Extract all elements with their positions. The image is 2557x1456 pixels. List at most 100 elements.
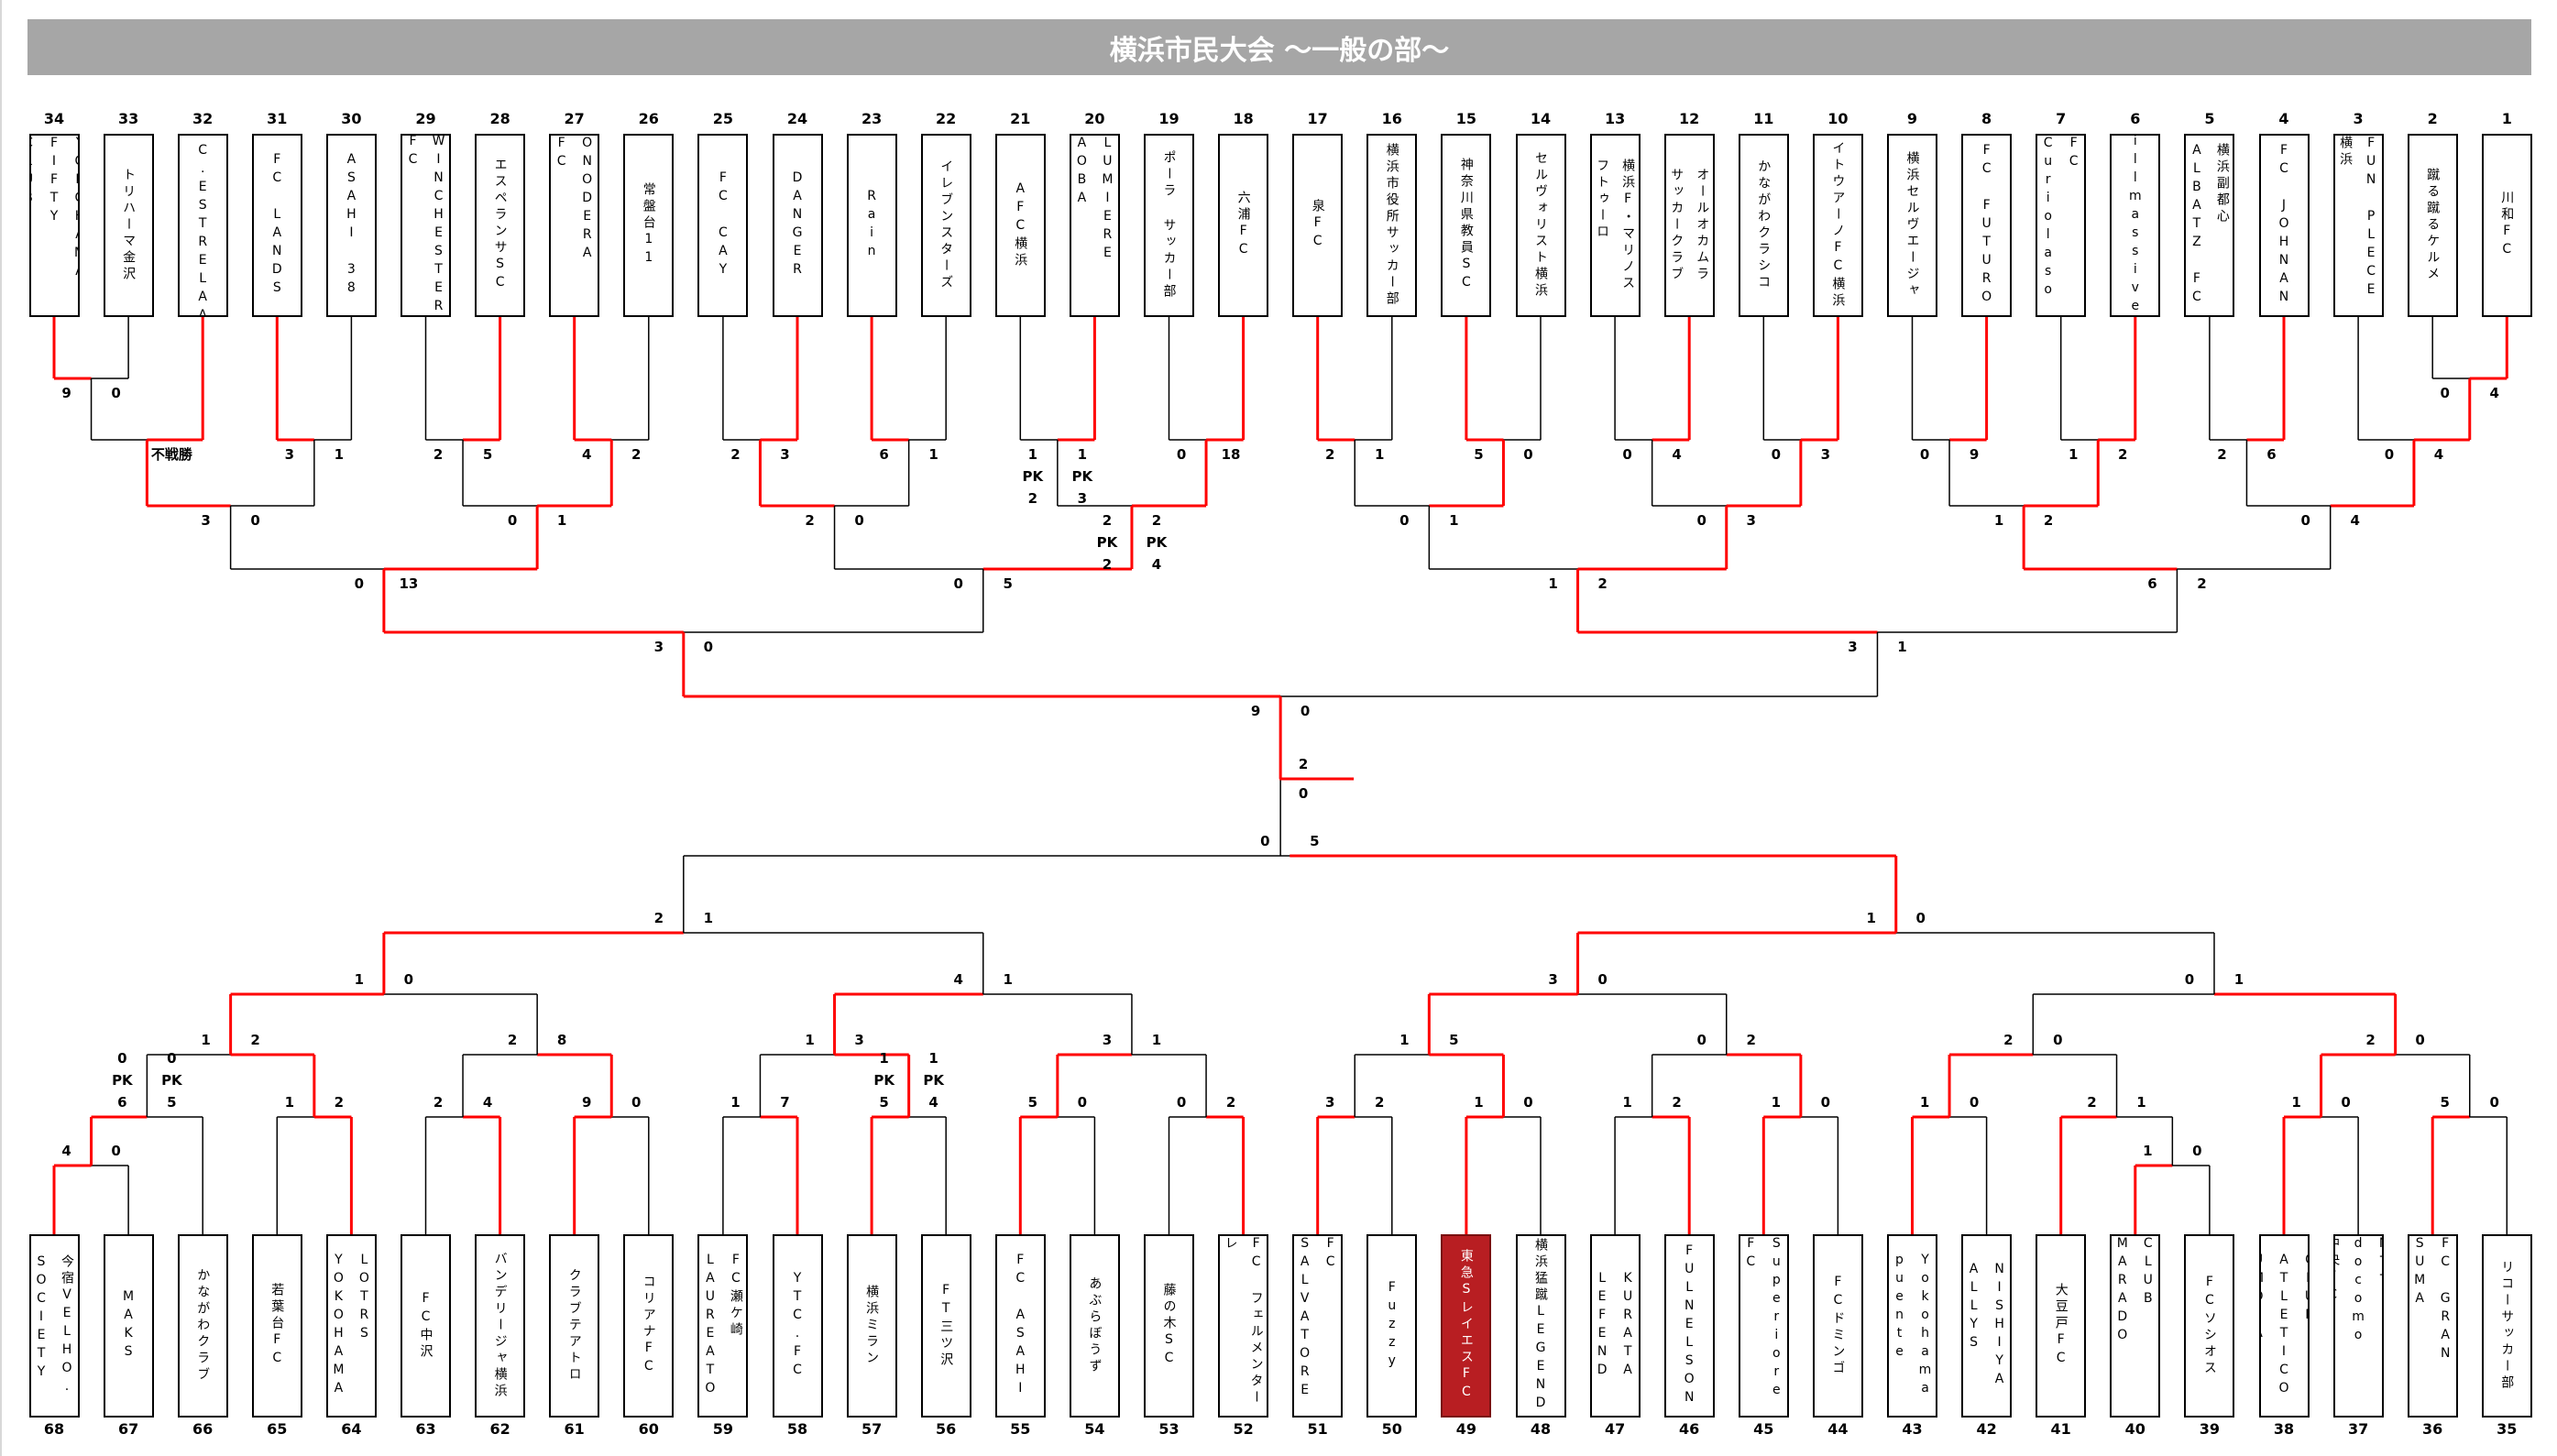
match-score: 1 (928, 446, 938, 463)
team-number: 28 (489, 110, 510, 127)
match-score: 3 (780, 446, 790, 463)
team-number: 58 (786, 1420, 808, 1438)
match-score: 8 (556, 1032, 567, 1048)
team-name: クラブテアトロ (566, 1268, 582, 1384)
team-name: 六浦FC (1235, 191, 1251, 260)
match-score: 1 (2291, 1094, 2301, 1111)
match-score: 0 (1523, 446, 1533, 463)
team-box: クラブテアトロ (549, 1234, 600, 1418)
team-number: 12 (1679, 110, 1700, 127)
match-score: 0 (2053, 1032, 2063, 1048)
match-score: 0 (250, 512, 260, 529)
match-score: 2 (433, 1094, 444, 1111)
team-box: 藤の木SC (1144, 1234, 1194, 1418)
team-number: 49 (1455, 1420, 1477, 1438)
match-score: 4 (1672, 446, 1682, 463)
match-score: 0 (1077, 1094, 1088, 1111)
match-score: 0 (2489, 1094, 2499, 1111)
team-box: NTT docomo 中央FC (2332, 1234, 2384, 1418)
match-score: 7 (780, 1094, 790, 1111)
team-box: 大豆戸FC (2036, 1234, 2087, 1418)
team-number: 57 (861, 1420, 883, 1438)
team-name: 横浜ミラン (864, 1285, 880, 1367)
team-name: NISHIYA ALLYS (1966, 1262, 2007, 1390)
team-name: NTT docomo 中央FC (2332, 1236, 2384, 1346)
team-box: 横浜F・マリノス フトゥーロ (1589, 134, 1641, 317)
team-box: FC GRAN SUMA (2407, 1234, 2458, 1418)
team-box: MAKS (103, 1234, 154, 1418)
match-score: 0 (1771, 446, 1782, 463)
team-box: Rain (846, 134, 897, 317)
team-number: 50 (1381, 1420, 1402, 1438)
team-box: FC LANDS (251, 134, 302, 317)
match-score: 6 (2266, 446, 2277, 463)
title-bar: 横浜市民大会 ～一般の部～ (27, 19, 2531, 75)
team-box: KURATA LEFEND (1589, 1234, 1641, 1418)
match-score: 1 (1919, 1094, 1930, 1111)
team-name: FT三ツ沢 (938, 1283, 954, 1369)
team-box: FC CAY (697, 134, 749, 317)
match-score: 2 (653, 910, 664, 926)
match-score: 1 PK 4 (923, 1050, 944, 1111)
team-number: 8 (1981, 110, 1992, 127)
match-score: 0 (854, 512, 864, 529)
team-name: 横浜副都心 ALBATZ FC (2189, 143, 2230, 308)
team-number: 33 (117, 110, 139, 127)
match-score: 9 (1250, 703, 1261, 719)
team-box: 東急SレイエスFC (1441, 1234, 1492, 1418)
match-score: 0 (631, 1094, 642, 1111)
team-box: 横浜セルヴエージャ (1887, 134, 1937, 317)
match-score: 1 (2143, 1143, 2153, 1159)
team-box: 横浜ミラン (846, 1234, 897, 1418)
match-score: 1 (1003, 971, 1013, 988)
team-box: コリアナFC (623, 1234, 675, 1418)
match-score: 5 (482, 446, 493, 463)
team-number: 32 (192, 110, 214, 127)
team-number: 40 (2124, 1420, 2145, 1438)
match-score: 4 (2489, 385, 2499, 401)
match-score: 2 (1325, 446, 1335, 463)
team-name: Yokohama puente (1892, 1253, 1933, 1399)
match-score: 0 (1176, 446, 1187, 463)
team-box: 蹴る蹴るケルメ (2407, 134, 2458, 317)
match-score: 0 (1298, 785, 1309, 802)
team-box: イトウアーノFC横浜 (1812, 134, 1863, 317)
team-name: 大豆戸FC (2053, 1283, 2069, 1369)
match-score: 1 (1375, 446, 1385, 463)
team-box: 横浜猛蹴LEGEND (1515, 1234, 1566, 1418)
match-score: 1 (334, 446, 345, 463)
team-name: 泉FC (1310, 199, 1325, 252)
match-score: 0 (2300, 512, 2310, 529)
match-score: 0 (1597, 971, 1608, 988)
match-score: 1 PK 2 (1022, 446, 1044, 507)
team-number: 4 (2278, 110, 2289, 127)
team-box: イレブンスターズ (920, 134, 971, 317)
team-name: FULNELSON (1682, 1243, 1697, 1408)
match-score: 3 (653, 639, 664, 655)
team-name: FC フェルメンターレ (1223, 1236, 1264, 1407)
match-score: 2 PK 4 (1146, 512, 1168, 573)
match-score: 0 (403, 971, 414, 988)
team-name: エスペランサSC (492, 158, 508, 293)
match-score: 1 (284, 1094, 295, 1111)
match-score: 1 (1993, 512, 2004, 529)
team-box: 神奈川県教員SC (1441, 134, 1492, 317)
team-number: 11 (1753, 110, 1774, 127)
match-score: 1 (730, 1094, 741, 1111)
team-name: 蹴る蹴るケルメ (2425, 168, 2441, 283)
team-box: 横浜市役所サッカー部 (1366, 134, 1418, 317)
match-score: 1 PK 5 (873, 1050, 894, 1111)
match-score: 1 (1897, 639, 1907, 655)
team-name: CLUB ATLETICO UMOJA (2258, 1253, 2310, 1399)
team-number: 46 (1679, 1420, 1700, 1438)
match-score: 2 (2365, 1032, 2376, 1048)
team-box: FC ASAHI (994, 1234, 1046, 1418)
team-name: LOTRS YOKOHAMA (331, 1253, 372, 1399)
match-score: 2 (1746, 1032, 1756, 1048)
match-score: 1 (1449, 512, 1459, 529)
team-name: DANGER (790, 170, 805, 280)
match-score: 2 (730, 446, 741, 463)
team-name: 今宿VELHO. SOCIETY (34, 1254, 74, 1397)
team-name: FC Curiolaso (2040, 136, 2081, 301)
team-name: FC瀬ケ崎 LAUREATO (702, 1253, 743, 1399)
